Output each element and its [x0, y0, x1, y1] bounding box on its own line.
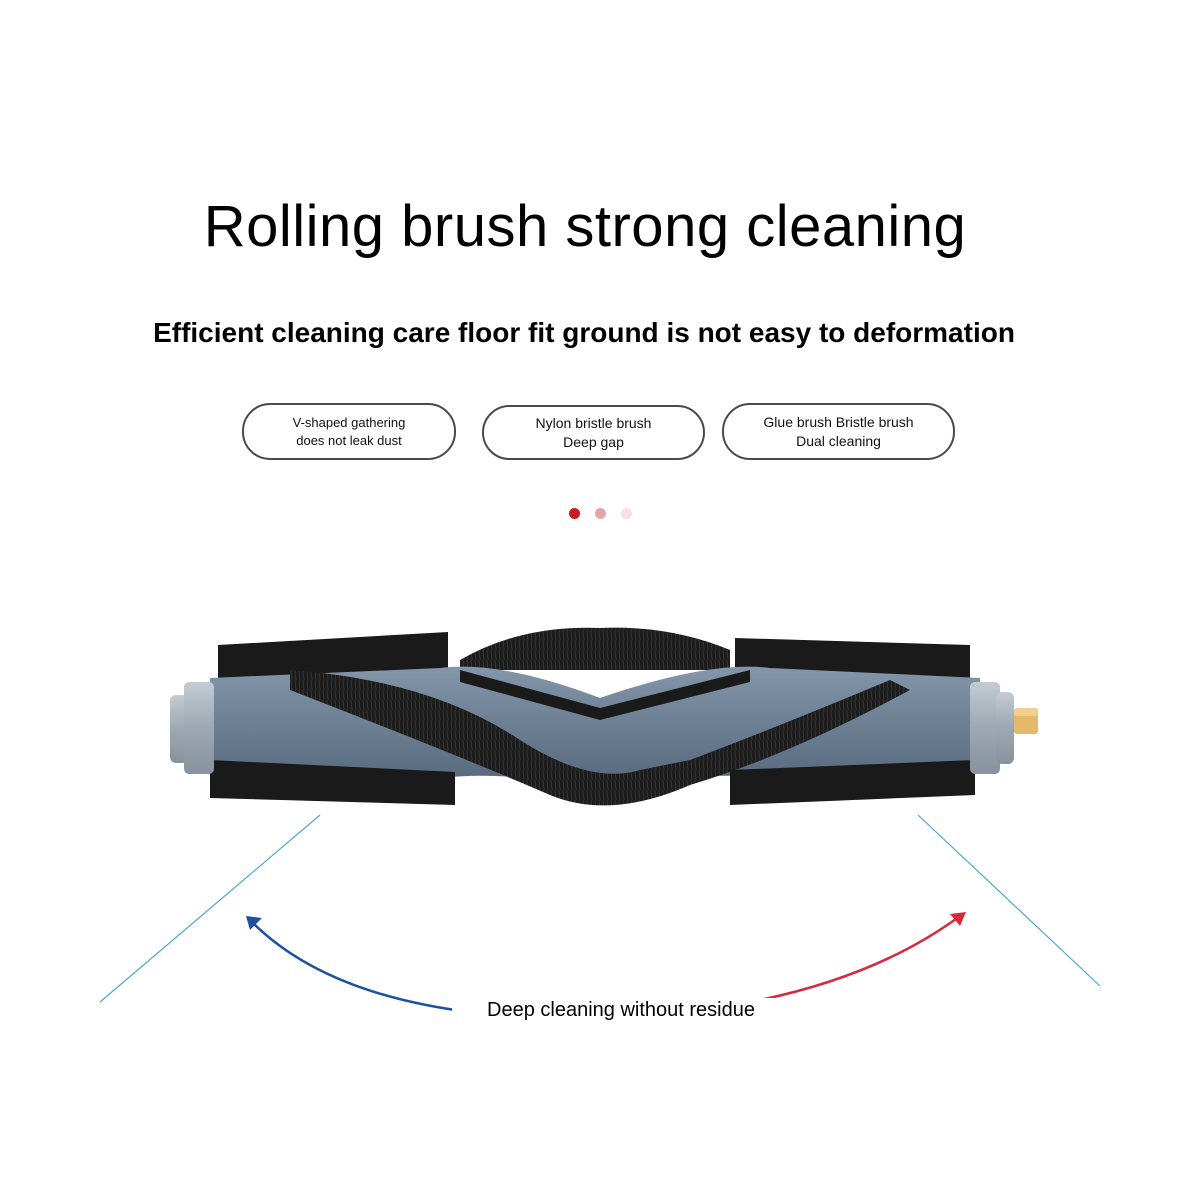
rolling-brush-image [170, 627, 1038, 806]
cleaning-caption: Deep cleaning without residue [452, 998, 790, 1022]
indicator-dot [621, 508, 632, 519]
feature-line: Glue brush Bristle brush [763, 413, 914, 430]
indicator-dot [595, 508, 606, 519]
feature-line: does not leak dust [296, 432, 402, 448]
feature-line: V-shaped gathering [292, 414, 406, 430]
blue-arrowhead-icon [246, 916, 262, 930]
feature-line: Nylon bristle brush [535, 414, 652, 431]
feature-line: Deep gap [563, 433, 624, 450]
page-title: Rolling brush strong cleaning [203, 194, 967, 259]
blue-arc-arrow [251, 921, 456, 1012]
cleaning-arc-diagram [99, 814, 1101, 1012]
right-guide-line [917, 814, 1101, 987]
feature-pill-v-shaped: V-shaped gathering does not leak dust [242, 403, 456, 460]
left-guide-line [99, 814, 321, 1003]
feature-pill-glue: Glue brush Bristle brush Dual cleaning [722, 403, 955, 460]
red-arc-arrow [759, 914, 961, 1002]
feature-pill-nylon: Nylon bristle brush Deep gap [482, 405, 705, 460]
red-arrowhead-icon [950, 912, 966, 926]
feature-line: Dual cleaning [796, 432, 881, 449]
page-subtitle: Efficient cleaning care floor fit ground… [153, 317, 1015, 348]
indicator-dot [569, 508, 580, 519]
